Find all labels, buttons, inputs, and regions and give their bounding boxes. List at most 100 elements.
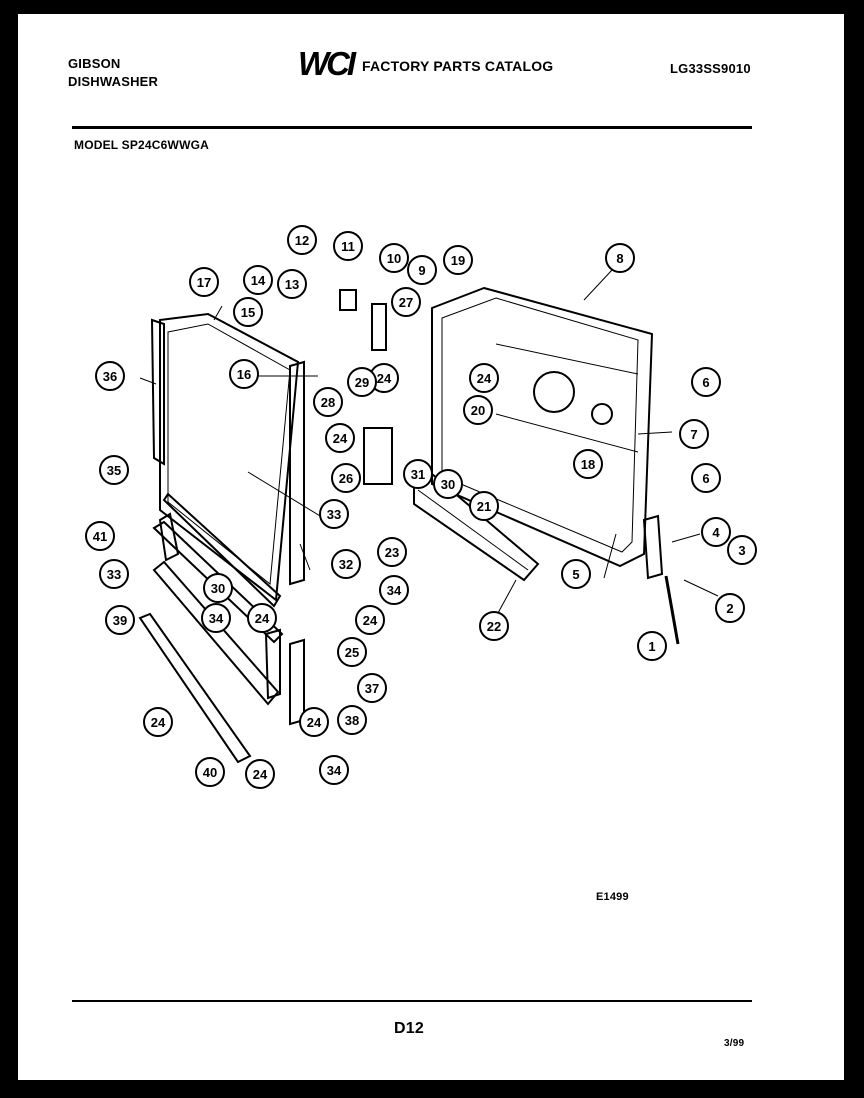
callout-bubbles: 1234566789101112131415161718192021222324…: [85, 225, 757, 789]
callout-13: 13: [277, 269, 307, 299]
callout-3: 3: [727, 535, 757, 565]
callout-24: 24: [143, 707, 173, 737]
lower-trim-bar: [162, 492, 282, 608]
latch-part-11: [339, 289, 357, 311]
callout-label: 17: [197, 275, 211, 290]
catalog-title: FACTORY PARTS CATALOG: [362, 58, 554, 74]
callout-label: 34: [387, 583, 402, 598]
kick-trim-bar: [152, 560, 280, 706]
latch-part-10: [371, 303, 387, 351]
callout-label: 33: [107, 567, 121, 582]
callout-33: 33: [99, 559, 129, 589]
callout-label: 9: [418, 263, 425, 278]
callout-label: 36: [103, 369, 117, 384]
page-code: D12: [394, 1020, 424, 1037]
callout-label: 24: [307, 715, 322, 730]
callout-label: 6: [702, 375, 709, 390]
callout-34: 34: [319, 755, 349, 785]
footer-rule: [72, 1000, 752, 1002]
callout-33: 33: [319, 499, 349, 529]
bracket-41: [158, 512, 180, 562]
callout-23: 23: [377, 537, 407, 567]
callout-label: 24: [363, 613, 378, 628]
callout-label: 28: [321, 395, 335, 410]
callout-label: 34: [327, 763, 342, 778]
callout-label: 2: [726, 601, 733, 616]
callout-14: 14: [243, 265, 273, 295]
callout-label: 10: [387, 251, 401, 266]
callout-label: 25: [345, 645, 359, 660]
exploded-parts-diagram: 1234566789101112131415161718192021222324…: [85, 225, 757, 789]
callout-label: 11: [341, 239, 355, 254]
latch-housing-26: [363, 427, 393, 485]
callout-1: 1: [637, 631, 667, 661]
callout-label: 32: [339, 557, 353, 572]
callout-4: 4: [701, 517, 731, 547]
left-side-trim: [150, 318, 165, 466]
callout-19: 19: [443, 245, 473, 275]
callout-9: 9: [407, 255, 437, 285]
hinge-spring: [664, 575, 680, 645]
toe-kick-bar: [138, 612, 252, 764]
callout-label: 33: [327, 507, 341, 522]
callout-label: 20: [471, 403, 485, 418]
callout-24: 24: [325, 423, 355, 453]
callout-label: 38: [345, 713, 359, 728]
callout-label: 13: [285, 277, 299, 292]
callout-24: 24: [247, 603, 277, 633]
rinse-aid-dispenser: [591, 403, 613, 425]
callout-label: 29: [355, 375, 369, 390]
callout-7: 7: [679, 419, 709, 449]
callout-label: 22: [487, 619, 501, 634]
callout-35: 35: [99, 455, 129, 485]
callout-22: 22: [479, 611, 509, 641]
callout-27: 27: [391, 287, 421, 317]
callout-21: 21: [469, 491, 499, 521]
callout-17: 17: [189, 267, 219, 297]
callout-12: 12: [287, 225, 317, 255]
callout-34: 34: [379, 575, 409, 605]
callout-label: 7: [690, 427, 697, 442]
callout-label: 34: [209, 611, 224, 626]
callout-label: 41: [93, 529, 107, 544]
callout-8: 8: [605, 243, 635, 273]
callout-6: 6: [691, 463, 721, 493]
callout-label: 4: [712, 525, 720, 540]
callout-24: 24: [469, 363, 499, 393]
callout-label: 24: [333, 431, 348, 446]
callout-20: 20: [463, 395, 493, 425]
inner-door-liner: [431, 286, 654, 568]
callout-24: 24: [369, 363, 399, 393]
inner-door-inset: [441, 297, 639, 553]
callout-2: 2: [715, 593, 745, 623]
product-name: DISHWASHER: [68, 74, 159, 89]
logo-text: WCI: [298, 48, 357, 80]
callout-label: 30: [211, 581, 225, 596]
callout-label: 19: [451, 253, 465, 268]
right-side-trim: [289, 360, 305, 586]
callout-label: 40: [203, 765, 217, 780]
callout-26: 26: [331, 463, 361, 493]
date-code: 3/99: [724, 1038, 745, 1049]
callout-29: 29: [347, 367, 377, 397]
catalog-code: LG33SS9010: [670, 61, 751, 76]
callout-label: 1: [648, 639, 655, 654]
callout-label: 24: [377, 371, 392, 386]
callout-label: 8: [616, 251, 623, 266]
callout-36: 36: [95, 361, 125, 391]
callout-30: 30: [203, 573, 233, 603]
callout-label: 6: [702, 471, 709, 486]
callout-38: 38: [337, 705, 367, 735]
outer-door-panel: [159, 312, 300, 602]
catalog-sheet: GIBSON DISHWASHER WCI FACTORY PARTS CATA…: [18, 14, 844, 1080]
trim-bracket-37: [264, 628, 281, 700]
figure-code: E1499: [596, 891, 629, 903]
callout-24: 24: [355, 605, 385, 635]
header-rule: [72, 126, 752, 129]
callout-label: 14: [251, 273, 266, 288]
callout-39: 39: [105, 605, 135, 635]
outer-panel-face: [167, 323, 291, 585]
callout-label: 30: [441, 477, 455, 492]
callout-40: 40: [195, 757, 225, 787]
